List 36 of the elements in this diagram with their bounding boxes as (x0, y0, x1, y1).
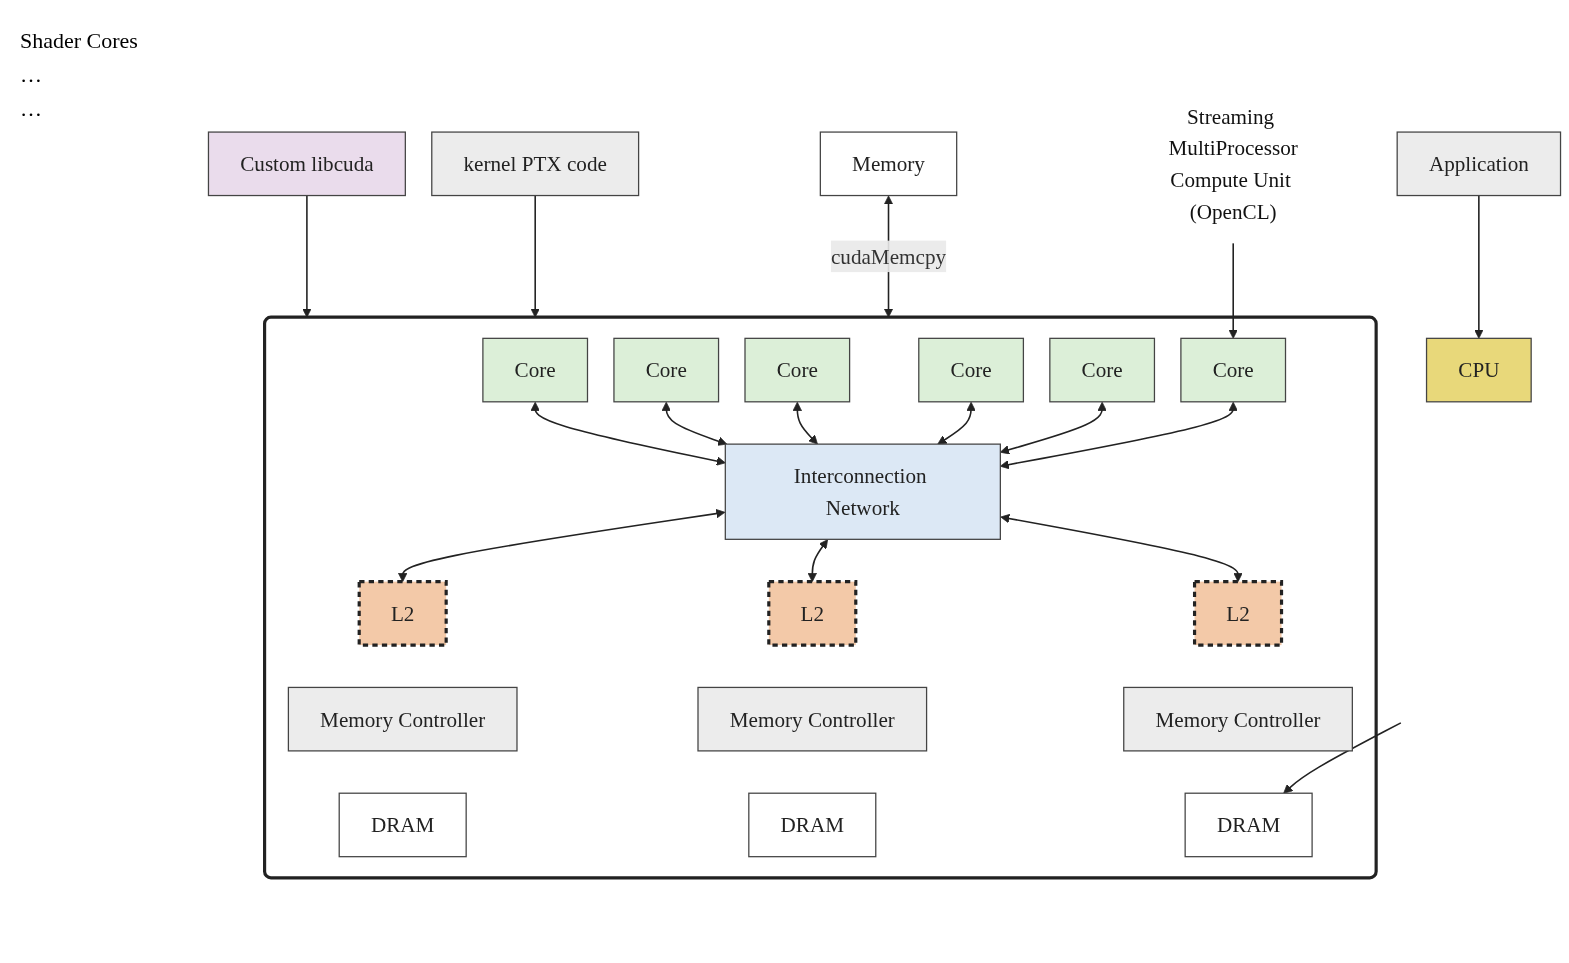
node-text: Streaming MultiProcessor Compute Unit (OpenCL) (1168, 104, 1298, 224)
node-box: DRAM (1184, 792, 1313, 858)
arrow (302, 195, 312, 318)
arrow (1228, 242, 1238, 340)
arrow (1474, 195, 1484, 340)
arrow (792, 402, 818, 445)
node-box: Memory Controller (697, 687, 928, 752)
note-label: … (20, 62, 43, 88)
note-label: … (20, 96, 43, 122)
node-box: Memory (819, 131, 958, 197)
node-box: Core (1180, 338, 1287, 403)
node-box: Core (744, 338, 851, 403)
node-box: Application (1396, 131, 1562, 197)
node-box: kernel PTX code (431, 131, 640, 197)
node-box: CPU (1425, 338, 1532, 403)
node-box: Interconnection Network (724, 443, 1001, 541)
arrow (661, 402, 728, 447)
node-box: Memory Controller (1123, 687, 1353, 752)
edge-label: cudaMemcpy (830, 245, 947, 269)
node-box: L2 (767, 580, 858, 648)
note-label: Shader Cores (20, 28, 139, 54)
arrow (530, 195, 540, 318)
arrow (937, 402, 976, 445)
arrow (530, 402, 726, 467)
node-box: Core (482, 338, 589, 403)
node-box: Core (1049, 338, 1156, 403)
node-box: Core (918, 338, 1025, 403)
node-box: L2 (357, 580, 448, 648)
node-box: L2 (1192, 580, 1284, 648)
node-box: Custom libcuda (207, 131, 406, 197)
node-box: Core (613, 338, 720, 403)
node-box: Memory Controller (287, 687, 518, 752)
node-box: DRAM (338, 792, 467, 858)
node-box: DRAM (748, 792, 877, 858)
arrow (1283, 722, 1402, 794)
cluster (263, 315, 1378, 880)
